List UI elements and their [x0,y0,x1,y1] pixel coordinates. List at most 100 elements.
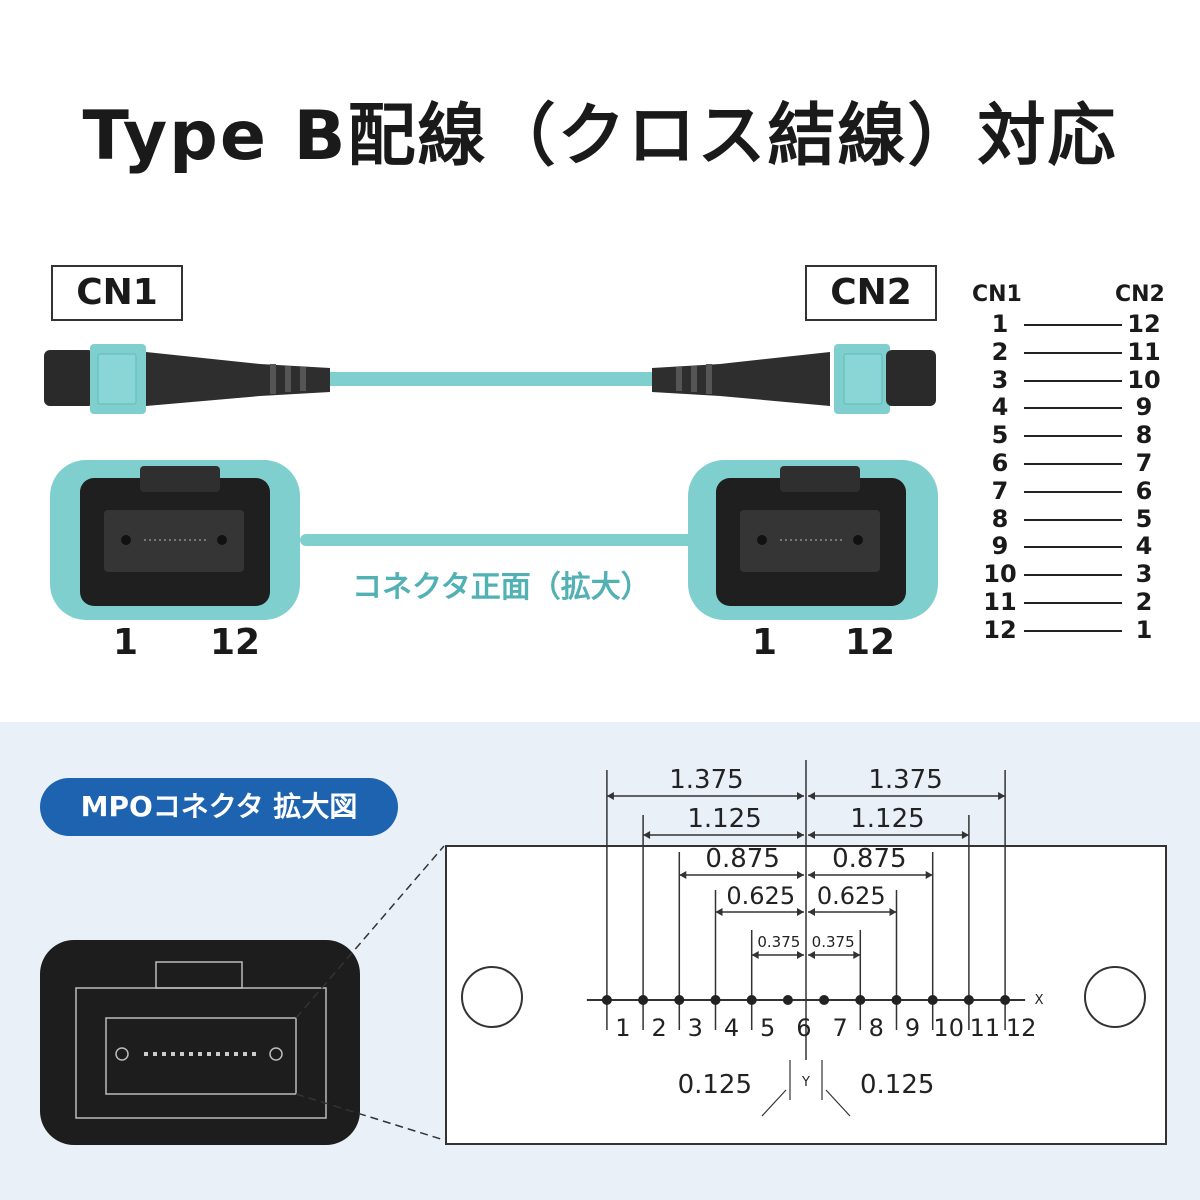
dim-right-1-arrow-start [808,792,815,800]
fiber-point [674,995,685,1005]
dim-right-4-arrow-start [808,908,815,916]
cn1-plug [44,344,330,414]
pin-map-cn2-pin: 8 [1135,421,1153,450]
pin-map-connection-line [1024,602,1122,604]
dim-left-2-arrow-start [643,831,651,839]
fiber-number-label: 12 [1006,1014,1037,1042]
cn1-fiber-1-label: 1 [113,622,139,663]
fiber-point [710,995,721,1005]
connector-front-caption: コネクタ正面（拡大） [352,570,651,605]
pin-map-cn2-pin: 2 [1135,588,1153,616]
cn2-fiber-12-label: 12 [845,622,896,663]
fiber-point [819,995,830,1005]
pin-map-cn1-pin: 4 [991,393,1009,422]
dim-left-2-arrow-end [797,831,804,839]
cable-illustration [44,344,938,620]
dim-left-4-arrow-start [715,908,723,916]
fiber-point [601,995,612,1005]
pin-map-cn1-pin: 12 [983,615,1017,644]
cn2-fiber-1-label: 1 [752,622,778,663]
dim-right-3-arrow-end [925,871,933,879]
pin-map-cn2-pin: 12 [1127,310,1161,338]
dim-left-label-2: 1.125 [687,804,761,834]
mpo-small-connector [40,845,445,1145]
fiber-number-label: 10 [933,1014,964,1042]
cn1-face [50,460,300,620]
face-link-cable [300,534,700,546]
pin-map-row: 12 1 [978,616,1188,644]
pin-map-cn2-pin: 11 [1127,337,1161,366]
dim-left-3-arrow-start [679,871,687,879]
pin-map-cn1-pin: 8 [991,504,1009,533]
dim-left-3-arrow-end [797,871,804,879]
pin-map-connection-line [1024,518,1122,521]
dim-right-label-2: 1.125 [850,804,924,834]
pin-map-connection-line [1024,407,1122,410]
mpo-detail-label: MPOコネクタ 拡大図 [40,778,398,836]
fiber-number-label: 9 [905,1014,920,1042]
fiber-point [855,995,866,1005]
fiber-point [963,995,974,1005]
fiber-number-label: 11 [970,1014,1001,1042]
pin-map-cn2-pin: 4 [1135,532,1153,561]
cable [320,372,660,386]
pin-map-connection-line [1024,379,1122,382]
pin-map-connection-line [1024,435,1122,438]
fiber-point [638,995,649,1005]
fiber-number-label: 3 [688,1014,703,1042]
dim-left-label-5: 0.375 [757,933,800,951]
cn2-face [688,460,938,620]
fiber-point [746,995,757,1005]
x-axis-label: X [1035,993,1044,1008]
fiber-point [782,995,793,1005]
dim-right-label-1: 1.375 [868,765,942,795]
tolerance-left-label: 0.125 [678,1070,752,1100]
y-axis-label: Y [801,1075,810,1090]
cn2-plug [652,344,936,414]
pin-map-cn1-pin: 2 [991,337,1009,366]
pin-map-cn1-pin: 10 [983,560,1017,589]
cn1-label: CN1 [51,265,183,321]
dim-left-4-arrow-end [797,908,804,916]
pin-map-row: 10 3 [978,560,1188,588]
cn2-label: CN2 [805,265,937,321]
pin-map-cn2-pin: 6 [1135,476,1153,505]
fiber-point [891,995,902,1005]
pin-map-connection-line [1024,324,1122,326]
dim-left-label-1: 1.375 [669,765,743,795]
pin-map-connection-line [1024,490,1122,493]
dim-right-label-5: 0.375 [812,933,855,951]
pin-map-cn1-pin: 6 [991,449,1009,477]
pin-map-cn2-pin: 3 [1135,560,1153,589]
pin-map-cn2-pin: 5 [1135,504,1153,533]
pin-map-cn2-pin: 7 [1135,449,1153,477]
pin-map-cn1-pin: 7 [991,476,1009,505]
pin-map-cn1-pin: 1 [991,310,1009,338]
page-title: Type B配線（クロス結線）対応 [82,97,1118,176]
dim-right-2-arrow-start [808,831,815,839]
dim-right-4-arrow-end [889,908,897,916]
pin-map-connection-line [1024,351,1122,354]
fiber-number-label: 6 [796,1014,811,1042]
dim-left-5-arrow-end [797,951,804,959]
pin-map-cn2-pin: 1 [1135,615,1153,644]
pin-map-header-cn1: CN1 [972,282,1022,307]
pin-map-cn2-pin: 10 [1127,365,1161,394]
pin-map-connection-line [1024,629,1122,632]
dim-left-label-3: 0.875 [705,844,779,874]
dim-right-1-arrow-end [998,792,1006,800]
dim-right-2-arrow-end [961,831,969,839]
pin-map-connection-line [1024,546,1122,549]
tol-leader-left [761,1089,787,1117]
guide-hole-left [461,966,523,1028]
pin-map-header-cn2: CN2 [1115,282,1165,307]
pin-map-connection-line [1024,463,1122,465]
cn1-fiber-12-label: 12 [210,622,261,663]
